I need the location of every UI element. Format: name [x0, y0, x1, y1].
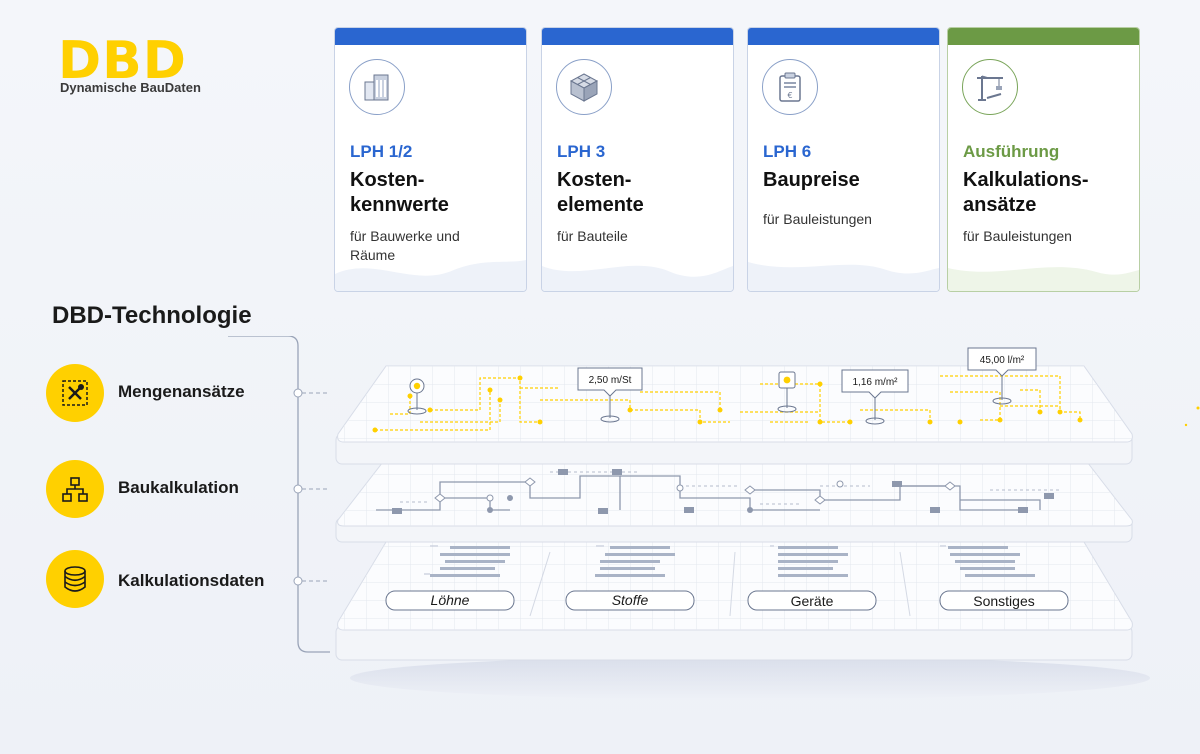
- card-description: für Bauleistungen: [763, 211, 872, 227]
- map-pin-icon: [777, 371, 797, 413]
- card-phase: Ausführung: [963, 142, 1060, 161]
- building-icon: [349, 59, 405, 115]
- card-wave: [542, 265, 733, 291]
- clipboard-euro-icon: €: [762, 59, 818, 115]
- crane-icon: [962, 59, 1018, 115]
- column-label-sonstiges: Sonstiges: [939, 590, 1069, 611]
- cube-grid-icon: [556, 59, 612, 115]
- card-wave: [948, 267, 1139, 291]
- database-icon: [46, 550, 104, 608]
- tools-icon: [46, 364, 104, 422]
- card-lph-3[interactable]: LPH 3 Kosten-elemente für Bauteile: [541, 27, 734, 292]
- layer-baukalkulation: [335, 457, 1133, 543]
- legend-label-baukalkulation: Baukalkulation: [118, 478, 239, 497]
- card-description: für Bauleistungen: [963, 228, 1072, 244]
- svg-text:Löhne: Löhne: [431, 592, 470, 608]
- card-title: Kalkulations-ansätze: [963, 169, 1089, 216]
- card-title: Kosten-kennwerte: [350, 169, 449, 216]
- card-description: für Bauteile: [557, 228, 628, 244]
- technology-bracket: [228, 336, 330, 653]
- callout-2-50: 2,50 m/St: [577, 367, 643, 423]
- logo-subtitle: Dynamische BauDaten: [60, 80, 201, 95]
- svg-text:Geräte: Geräte: [791, 593, 834, 609]
- dbd-logo: DBD Dynamische BauDaten: [58, 40, 218, 100]
- svg-text:2,50 m/St: 2,50 m/St: [589, 375, 632, 386]
- svg-text:45,00 l/m²: 45,00 l/m²: [980, 355, 1025, 366]
- card-ausfuehrung[interactable]: Ausführung Kalkulations-ansätze für Baul…: [947, 27, 1140, 292]
- card-phase: LPH 3: [557, 142, 606, 161]
- legend-label-mengenansaetze: Mengenansätze: [118, 382, 245, 401]
- card-accent-bar: [748, 28, 939, 45]
- technology-layers: Löhne Stoffe Geräte Sonstiges: [335, 347, 1200, 700]
- column-label-loehne: Löhne: [385, 590, 515, 611]
- card-wave: [335, 260, 526, 291]
- card-phase: LPH 1/2: [350, 142, 413, 161]
- card-title: Kosten-elemente: [557, 169, 644, 216]
- layer-mengenansaetze: 2,50 m/St 1,16 m/m² 45,00 l/m²: [335, 347, 1133, 465]
- column-label-geraete: Geräte: [747, 590, 877, 611]
- layer-kalkulationsdaten: Löhne Stoffe Geräte Sonstiges: [335, 541, 1133, 661]
- callout-1-16: 1,16 m/m²: [841, 369, 909, 425]
- svg-text:1,16 m/m²: 1,16 m/m²: [852, 377, 898, 388]
- card-lph-6[interactable]: € LPH 6 Baupreise für Bauleistungen: [747, 27, 940, 292]
- map-pin-icon: [407, 378, 427, 415]
- logo-mark: DBD: [58, 40, 187, 80]
- card-phase: LPH 6: [763, 142, 812, 161]
- hierarchy-icon: [46, 460, 104, 518]
- svg-text:Stoffe: Stoffe: [612, 592, 649, 608]
- legend-label-kalkulationsdaten: Kalkulationsdaten: [118, 571, 265, 590]
- card-wave: [748, 262, 939, 291]
- card-accent-bar: [542, 28, 733, 45]
- svg-text:€: €: [787, 91, 792, 100]
- technology-title: DBD-Technologie: [52, 302, 252, 329]
- svg-text:Sonstiges: Sonstiges: [973, 593, 1034, 609]
- card-accent-bar: [948, 28, 1139, 45]
- card-lph-1-2[interactable]: LPH 1/2 Kosten-kennwerte für Bauwerke un…: [334, 27, 527, 292]
- card-accent-bar: [335, 28, 526, 45]
- callout-45-00: 45,00 l/m²: [967, 347, 1037, 405]
- card-title: Baupreise: [763, 169, 860, 191]
- column-label-stoffe: Stoffe: [565, 590, 695, 611]
